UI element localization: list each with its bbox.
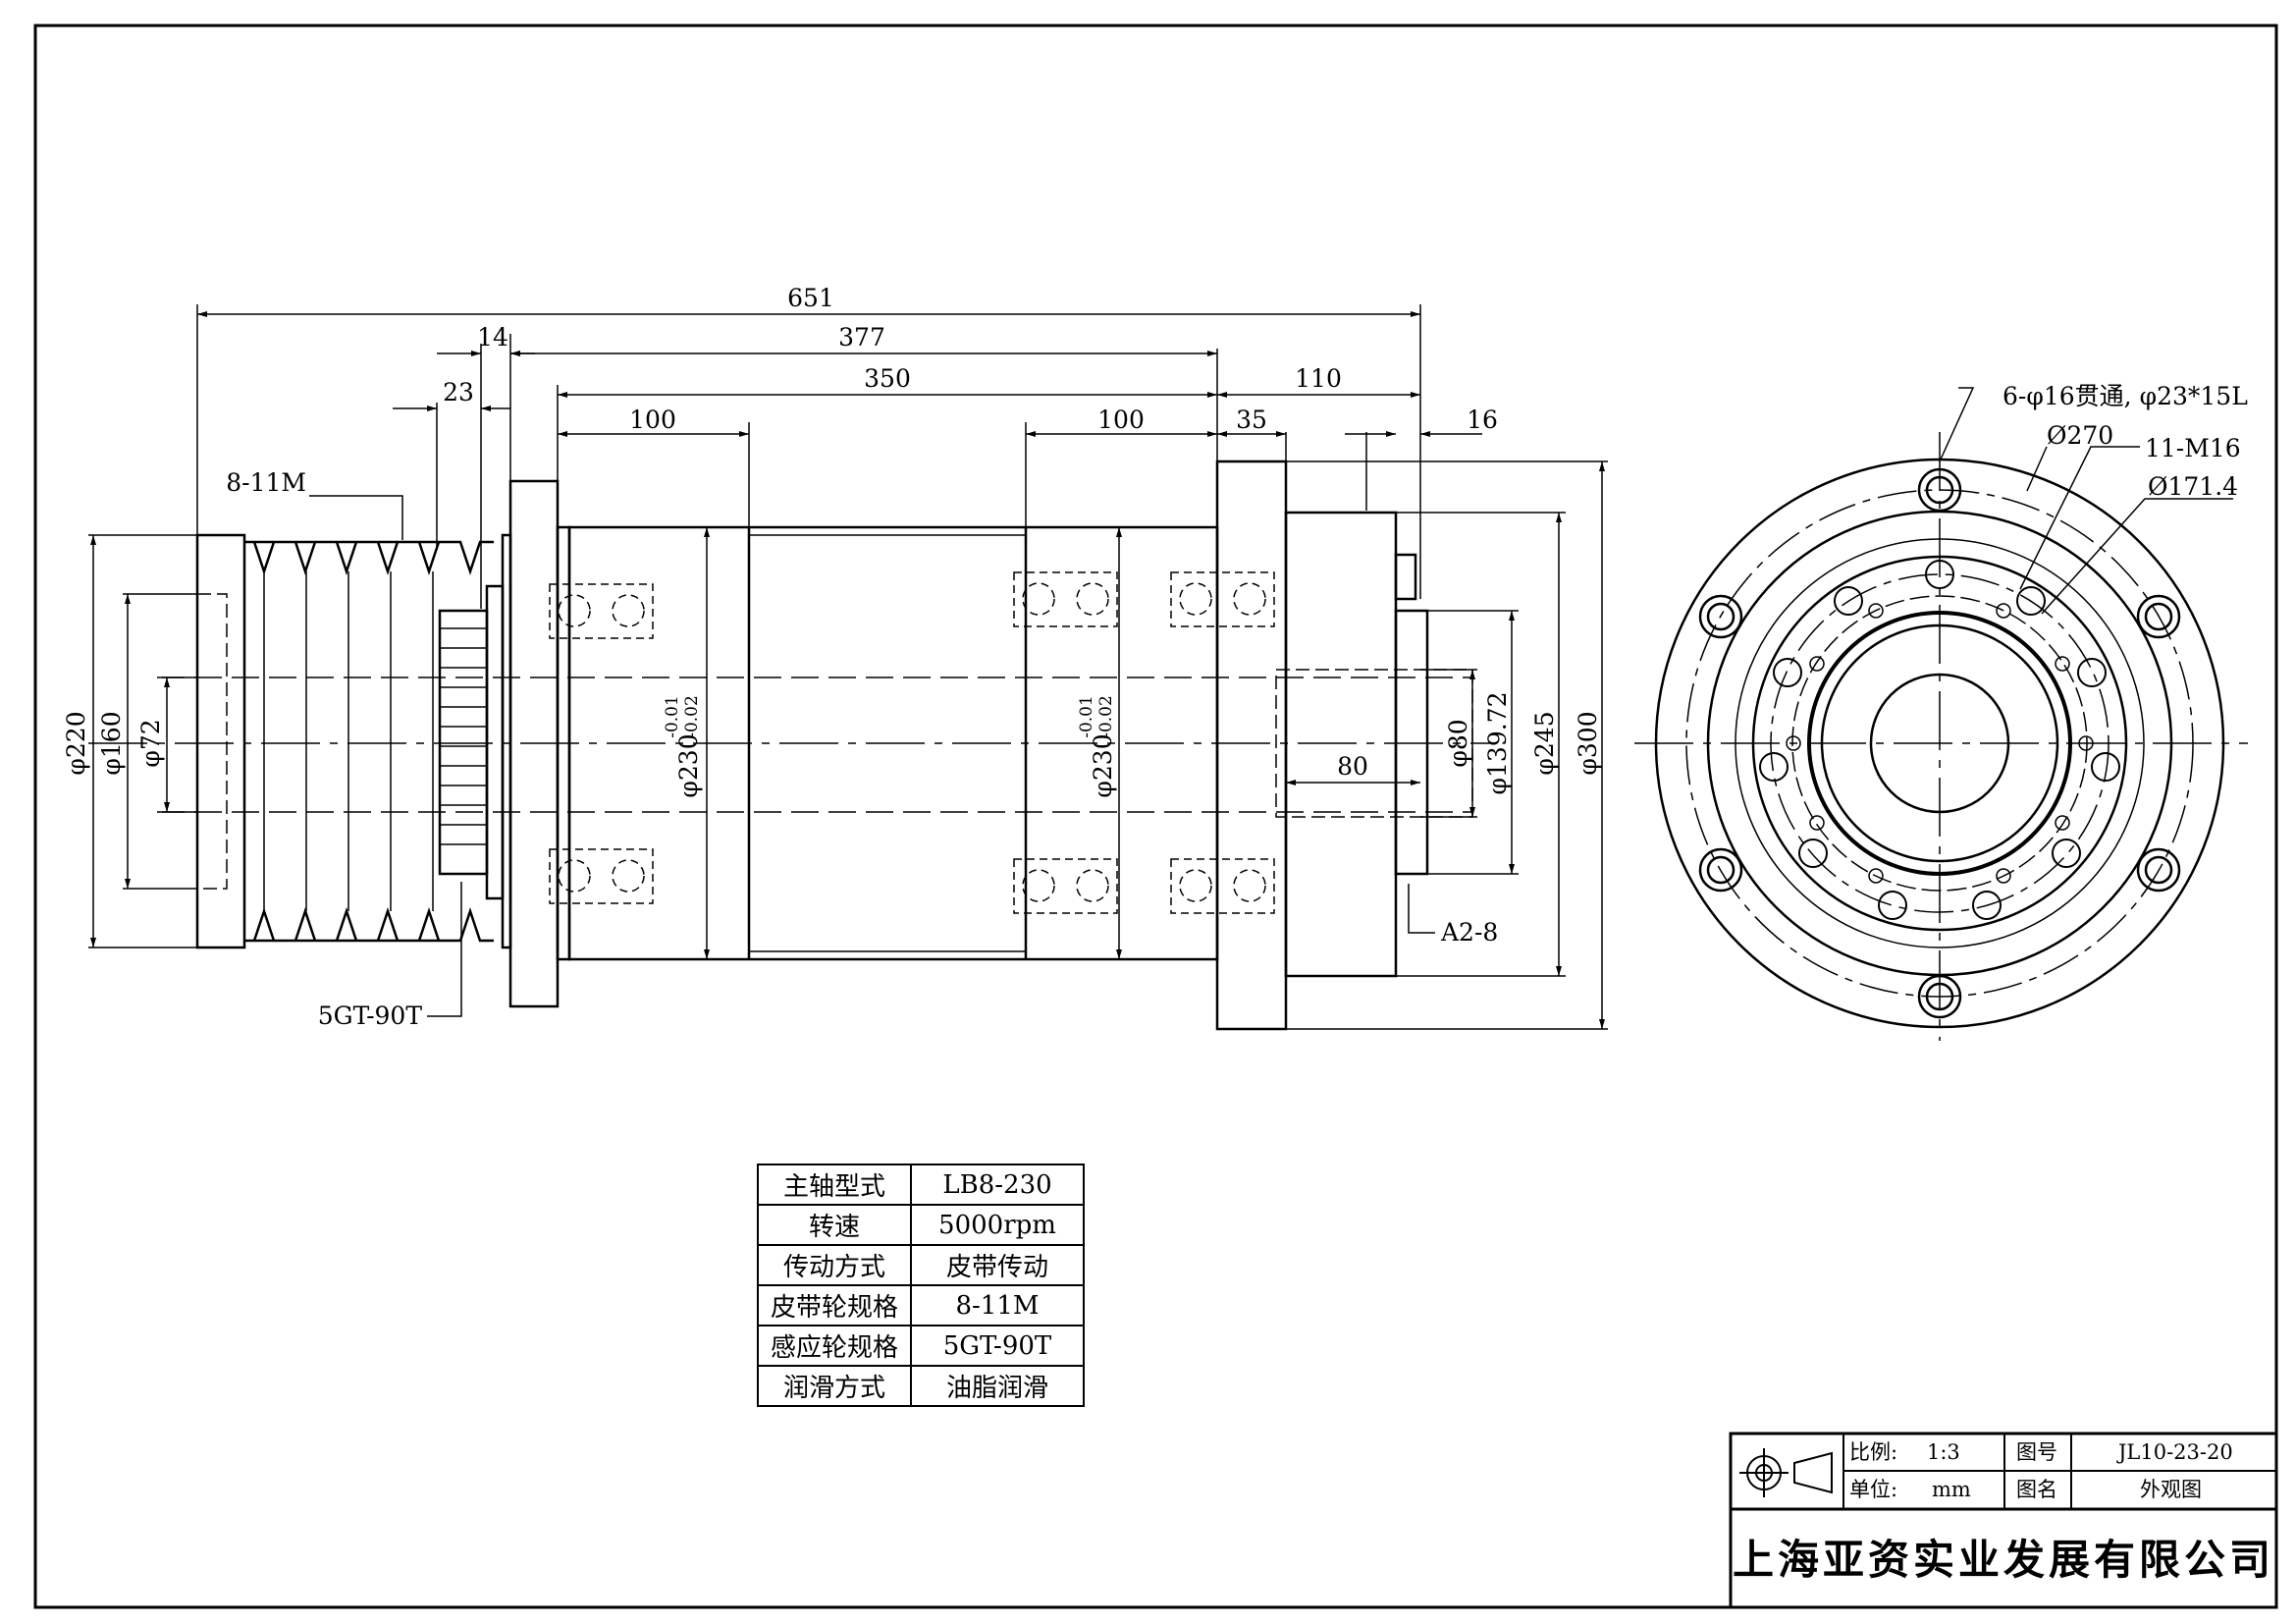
spec-key: 传动方式 (757, 1244, 912, 1286)
dim-350: 350 (864, 364, 911, 393)
dim-dia-230-left: φ230 (674, 733, 703, 797)
scale-value: 1:3 (1927, 1440, 1960, 1464)
dim-dia-160: φ160 (97, 711, 126, 775)
dim-dia-245: φ245 (1530, 711, 1559, 775)
table-row: 皮带轮规格 8-11M (757, 1284, 1085, 1326)
spec-value: 皮带传动 (910, 1244, 1085, 1286)
tol-upper-right: -0.01 (1077, 695, 1096, 738)
label-nose-spec: A2-8 (1440, 918, 1498, 947)
dim-dia-300: φ300 (1574, 711, 1602, 775)
spec-value: 8-11M (910, 1284, 1085, 1326)
end-view-labels: 6-φ16贯通, φ23*15L Ø270 11-M16 Ø171.4 (2002, 382, 2248, 501)
drawing-no-label: 图号 (2016, 1440, 2057, 1464)
dimension-texts: 651 377 14 23 350 110 100 100 35 16 80 φ… (62, 284, 1602, 1030)
label-threaded-holes: 11-M16 (2145, 434, 2241, 462)
drawing-no-value: JL10-23-20 (2118, 1440, 2233, 1464)
spec-value: 5000rpm (910, 1204, 1085, 1246)
spec-key: 感应轮规格 (757, 1325, 912, 1367)
drawing-frame (33, 24, 2278, 1609)
spec-value: LB8-230 (910, 1164, 1085, 1206)
dim-16: 16 (1467, 406, 1498, 434)
dim-80: 80 (1337, 752, 1368, 781)
unit-label: 单位: (1849, 1478, 1898, 1501)
spec-key: 润滑方式 (757, 1365, 912, 1407)
title-block-frame (1729, 1432, 2278, 1609)
threaded-holes (1759, 560, 2120, 920)
dim-100-left: 100 (629, 406, 676, 434)
dim-100-right: 100 (1097, 406, 1145, 434)
unit-value: mm (1932, 1478, 1971, 1501)
spec-key: 皮带轮规格 (757, 1284, 912, 1326)
sensor-wheel (438, 609, 489, 876)
spec-table: 主轴型式 LB8-230 转速 5000rpm 传动方式 皮带传动 皮带轮规格 … (757, 1164, 1085, 1407)
spec-key: 主轴型式 (757, 1164, 912, 1206)
dim-dia-220: φ220 (62, 711, 90, 775)
pulley-grooves (244, 540, 494, 943)
tol-upper-left: -0.01 (663, 695, 682, 738)
drawing-name-value: 外观图 (2140, 1478, 2202, 1501)
pulley-body (195, 533, 246, 949)
small-holes (1786, 603, 2094, 884)
label-sensor-spec: 5GT-90T (318, 1001, 423, 1030)
end-view (1634, 387, 2248, 1041)
table-row: 传动方式 皮带传动 (757, 1244, 1085, 1286)
dim-dia-230-right: φ230 (1089, 733, 1117, 797)
dim-14: 14 (477, 323, 508, 352)
dim-651: 651 (787, 284, 834, 312)
dim-377: 377 (838, 323, 885, 352)
tol-lower-left: -0.02 (682, 695, 702, 738)
company-name: 上海亚资实业发展有限公司 (1732, 1536, 2274, 1584)
label-dia-171: Ø171.4 (2148, 472, 2238, 501)
table-row: 润滑方式 油脂润滑 (757, 1365, 1085, 1407)
tol-lower-right: -0.02 (1096, 695, 1116, 738)
drawing-name-label: 图名 (2016, 1478, 2057, 1501)
dim-35: 35 (1236, 406, 1267, 434)
label-pulley-spec: 8-11M (226, 468, 306, 497)
label-dia-270: Ø270 (2047, 421, 2113, 450)
projection-symbol-icon (1739, 1448, 1833, 1497)
dim-110: 110 (1295, 364, 1342, 393)
spindle-nose (1284, 511, 1398, 978)
dimension-lines (88, 304, 1608, 1030)
spec-value: 油脂润滑 (910, 1365, 1085, 1407)
dim-dia-72: φ72 (136, 719, 165, 767)
table-row: 感应轮规格 5GT-90T (757, 1325, 1085, 1367)
label-through-holes: 6-φ16贯通, φ23*15L (2002, 382, 2248, 410)
spec-value: 5GT-90T (910, 1325, 1085, 1367)
spec-key: 转速 (757, 1204, 912, 1246)
scale-label: 比例: (1849, 1440, 1898, 1464)
table-row: 转速 5000rpm (757, 1204, 1085, 1246)
dim-dia-80: φ80 (1444, 719, 1472, 767)
front-view (88, 460, 1492, 1031)
table-row: 主轴型式 LB8-230 (757, 1164, 1085, 1206)
dim-23: 23 (443, 378, 474, 406)
dim-dia-139: φ139.72 (1483, 692, 1512, 795)
